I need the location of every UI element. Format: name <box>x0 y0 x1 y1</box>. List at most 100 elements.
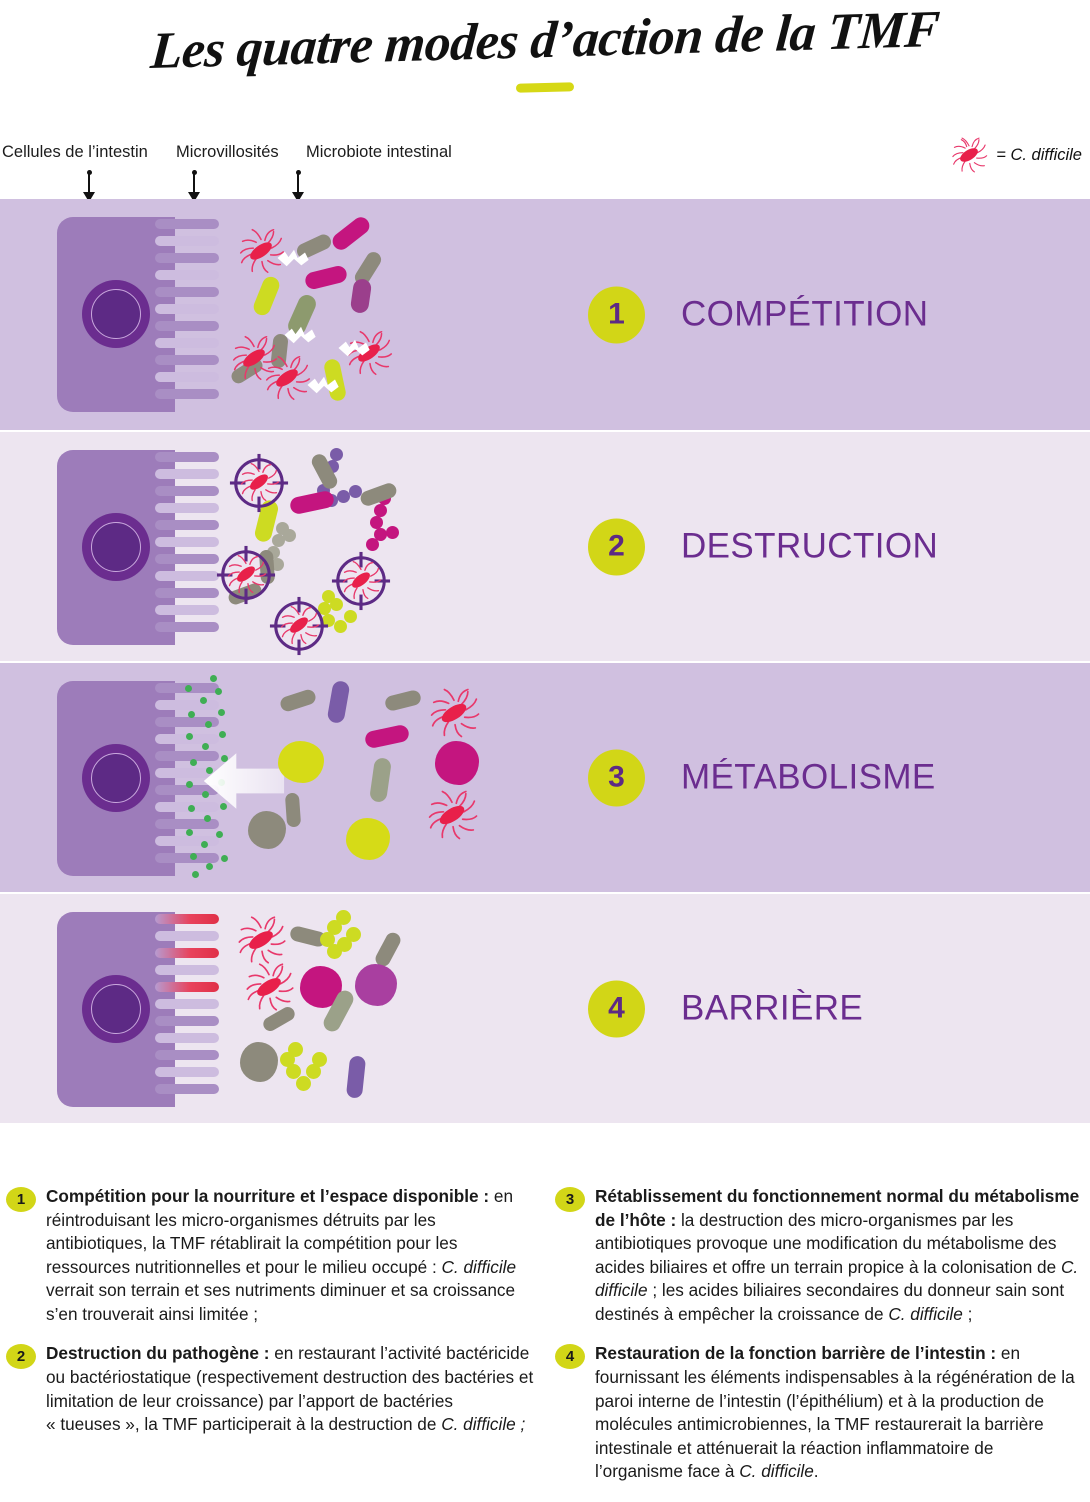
c-difficile-bacterium-icon <box>347 330 393 376</box>
crosshair-target-icon <box>269 596 329 656</box>
panel-number-badge: 1 <box>588 286 645 343</box>
bacterium-blob <box>435 741 479 785</box>
panel-title: MÉTABOLISME <box>681 757 936 797</box>
annotation-label-microbiota: Microbiote intestinal <box>306 143 452 161</box>
bacterium-rod <box>345 1055 367 1099</box>
annotation-dot-microbiota <box>296 170 301 175</box>
c-difficile-bacterium-icon <box>238 916 286 964</box>
bacterium-rod <box>326 679 351 725</box>
clash-burst-icon <box>338 339 370 357</box>
explanation-body: en réintroduisant les micro-organismes d… <box>46 1186 514 1277</box>
explanation-text: Restauration de la fonction barrière de … <box>595 1342 1084 1483</box>
microvilli-group <box>155 452 227 644</box>
scene-metabolisme <box>0 663 560 892</box>
nucleus-inner-ring <box>91 984 141 1034</box>
bacterium-rod <box>372 930 404 969</box>
explanation-heading: Restauration de la fonction barrière de … <box>595 1343 997 1364</box>
annotation-label-microvilli: Microvillosités <box>176 143 279 161</box>
clash-burst-icon <box>284 326 316 344</box>
annotation-label-cells: Cellules de l’intestin <box>2 143 148 161</box>
bacterium-rod <box>383 688 423 713</box>
explanation-badge: 1 <box>6 1187 36 1212</box>
species-name: C. difficile ; <box>441 1414 526 1435</box>
title-underline-dash <box>515 81 575 93</box>
explanation-text: Destruction du pathogène : en restaurant… <box>46 1342 539 1436</box>
species-name: C. difficile <box>739 1461 814 1482</box>
cell-nucleus <box>82 513 150 581</box>
explanation-body-cont: ; les acides biliaires secondaires du do… <box>595 1280 1065 1324</box>
page-title: Les quatre modes d’action de la TMF <box>148 0 942 81</box>
bacterium-rod <box>349 277 373 315</box>
explanation-body: la destruction des micro-organismes par … <box>595 1209 1061 1277</box>
clash-burst-icon <box>277 249 309 267</box>
panel-number-badge: 4 <box>588 980 645 1037</box>
cell-nucleus <box>82 975 150 1043</box>
panel-label-destruction: 2 DESTRUCTION <box>588 518 938 575</box>
explanation-item-2: 2 Destruction du pathogène : en restaura… <box>6 1342 539 1436</box>
microvilli-group <box>155 914 227 1106</box>
nucleus-inner-ring <box>91 753 141 803</box>
c-difficile-bacterium-icon <box>232 335 278 381</box>
species-name: C. difficile <box>595 1256 1079 1301</box>
cell-nucleus <box>82 744 150 812</box>
crosshair-target-icon <box>331 551 391 611</box>
explanations-section: 1 Compétition pour la nourriture et l’es… <box>0 1185 1090 1502</box>
panel-competition: 1 COMPÉTITION <box>0 199 1090 430</box>
panel-metabolisme: 3 MÉTABOLISME <box>0 661 1090 892</box>
bacterium-rod <box>284 792 302 828</box>
bacterium-rod <box>329 213 373 254</box>
bacterium-rod <box>369 757 392 803</box>
c-difficile-bacterium-icon <box>428 790 478 840</box>
explanation-badge: 4 <box>555 1344 585 1370</box>
bacterium-blob <box>355 964 397 1006</box>
annotation-arrow-cells <box>83 173 95 202</box>
c-difficile-bacterium-icon <box>246 963 294 1011</box>
scene-competition <box>0 199 560 430</box>
clash-burst-icon <box>307 376 339 394</box>
bacterium-blob <box>346 818 390 860</box>
crosshair-target-icon <box>229 453 289 513</box>
panel-title: COMPÉTITION <box>681 294 929 334</box>
panel-title: DESTRUCTION <box>681 526 939 566</box>
species-name: C. difficile <box>441 1256 517 1277</box>
crosshair-target-icon <box>216 545 276 605</box>
panel-title: BARRIÈRE <box>681 988 864 1028</box>
c-difficile-bacterium-icon <box>265 355 311 401</box>
bacterium-blob <box>278 741 324 783</box>
c-difficile-bacterium-icon <box>239 228 285 274</box>
bacterium-blob <box>248 811 286 849</box>
legend: = C. difficile <box>946 132 1082 178</box>
panels-container: 1 COMPÉTITION <box>0 199 1090 1126</box>
c-difficile-bacterium-icon <box>952 137 988 173</box>
scene-barriere <box>0 894 560 1123</box>
intestinal-cell <box>57 912 175 1107</box>
absorption-arrow-icon <box>203 753 285 809</box>
explanation-body: en restaurant l’activité bactéricide ou … <box>46 1343 534 1435</box>
nucleus-inner-ring <box>91 522 141 572</box>
annotation-dot-cells <box>87 170 92 175</box>
explanation-body-end: ; <box>962 1303 973 1324</box>
explanations-column-right: 3 Rétablissement du fonctionnement norma… <box>545 1185 1090 1502</box>
explanation-body: en fournissant les éléments indispensabl… <box>595 1343 1075 1482</box>
explanation-text: Compétition pour la nourriture et l’espa… <box>46 1185 539 1326</box>
panel-barriere: 4 BARRIÈRE <box>0 892 1090 1123</box>
nucleus-inner-ring <box>91 289 141 339</box>
microvilli-group <box>155 219 227 411</box>
explanation-heading: Destruction du pathogène : <box>46 1343 270 1364</box>
bacterium-blob <box>240 1042 278 1082</box>
diagram-annotations: Cellules de l’intestin Microvillosités M… <box>0 143 1090 202</box>
intestinal-cell <box>57 450 175 645</box>
bacterium-rod <box>288 489 336 516</box>
explanation-heading: Rétablissement du fonctionnement normal … <box>595 1186 1080 1230</box>
title-section: Les quatre modes d’action de la TMF <box>0 0 1090 118</box>
panel-destruction: 2 DESTRUCTION <box>0 430 1090 661</box>
panel-label-metabolisme: 3 MÉTABOLISME <box>588 749 936 806</box>
annotation-arrow-microvilli <box>188 173 200 202</box>
explanations-column-left: 1 Compétition pour la nourriture et l’es… <box>0 1185 545 1502</box>
explanation-text: Rétablissement du fonctionnement normal … <box>595 1185 1084 1326</box>
cell-nucleus <box>82 280 150 348</box>
bacterium-rod <box>251 274 282 318</box>
annotation-arrow-microbiota <box>292 173 304 202</box>
explanation-badge: 3 <box>555 1187 585 1212</box>
bacterium-rod <box>363 723 411 750</box>
